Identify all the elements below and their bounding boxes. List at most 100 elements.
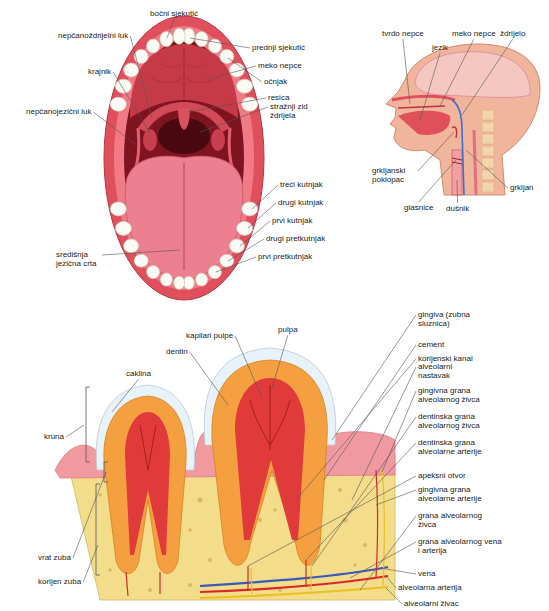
- leader-line: [420, 53, 440, 120]
- label-anchor: ždrijelo: [500, 22, 525, 40]
- label-anchor: cement: [418, 333, 444, 351]
- head-section-illustration-part: [452, 127, 457, 138]
- label-anchor: stražnji zid ždrijela: [270, 102, 322, 122]
- mouth-illustration-part: [178, 108, 190, 130]
- part-label: nepčanoždrijelni luk: [58, 31, 128, 40]
- leader-line: [324, 345, 416, 480]
- label-anchor: drugi pretkutnjak: [266, 227, 325, 245]
- mouth-illustration-part: [211, 129, 225, 151]
- leader-line: [466, 150, 508, 188]
- head-section-illustration-part: [392, 96, 455, 100]
- leader-line: [240, 221, 270, 246]
- lower-teeth-part: [220, 254, 234, 267]
- part-label: glasnice: [404, 203, 433, 212]
- label-anchor: drugi kutnjak: [278, 191, 323, 209]
- leader-line: [190, 352, 228, 405]
- part-label: caklina: [126, 369, 151, 378]
- part-label: vena: [418, 569, 435, 578]
- part-label: kapilari pulpe: [186, 331, 233, 340]
- label-anchor: alveolarna arterija: [398, 576, 462, 594]
- head-section-illustration: [386, 44, 540, 195]
- tooth-section-illustration-part: [140, 385, 290, 470]
- part-label: dentinska grana alveolarne arterije: [418, 438, 502, 456]
- head-section-illustration-part: [386, 44, 540, 195]
- label-anchor: alveolarni živac: [404, 592, 459, 610]
- tooth-section-illustration-part-part: [338, 488, 342, 492]
- part-label: drugi pretkutnjak: [266, 234, 325, 243]
- tooth-section-illustration-part: [200, 567, 388, 586]
- mouth-illustration-part: [150, 63, 218, 83]
- label-anchor: vena: [418, 562, 435, 580]
- tooth-section-illustration-part: [212, 360, 327, 565]
- label-anchor: grkljanski poklopac: [372, 166, 416, 186]
- label-anchor: jezik: [432, 36, 448, 54]
- upper-teeth-part: [110, 97, 126, 111]
- part-label: vrat zuba: [38, 553, 71, 562]
- leader-line: [235, 336, 262, 398]
- tooth-section-illustration-part-part: [208, 558, 212, 562]
- upper-teeth-part: [160, 32, 173, 47]
- leader-line: [418, 132, 454, 171]
- tooth-section-illustration-part-part: [258, 518, 262, 522]
- label-anchor: nepčanoždrijelni luk: [58, 24, 128, 42]
- label-anchor: tvrdo nepce: [382, 22, 424, 40]
- leader-line: [200, 107, 268, 132]
- label-anchor: treći kutnjak: [280, 173, 323, 191]
- head-section-illustration-part-part: [482, 122, 494, 132]
- tooth-section-illustration-part: [86, 387, 90, 462]
- mouth-illustration-part: [104, 16, 264, 300]
- leader-line: [73, 472, 106, 558]
- leader-line: [352, 367, 416, 500]
- label-anchor: grana alveolarnog živca: [418, 511, 502, 531]
- label-anchor: bočni sjekutić: [150, 2, 198, 20]
- head-section-illustration-part-part: [482, 110, 494, 120]
- leader-line: [306, 443, 416, 560]
- part-label: jezik: [432, 43, 448, 52]
- label-anchor: grana alveolarnog vena i arterija: [418, 537, 502, 557]
- leader-line: [83, 545, 98, 582]
- leader-line: [382, 391, 416, 472]
- part-label: drugi kutnjak: [278, 198, 323, 207]
- part-label: ždrijelo: [500, 29, 525, 38]
- label-anchor: grkljan: [510, 176, 534, 194]
- lower-teeth: [110, 202, 257, 289]
- part-label: gingiva (zubna sluznica): [418, 310, 490, 328]
- leader-line: [386, 576, 396, 588]
- leader-line: [312, 417, 416, 566]
- lower-teeth-part: [242, 202, 258, 216]
- tooth-section-illustration-part-part: [273, 508, 277, 512]
- mouth-illustration-part: [183, 163, 185, 270]
- lower-teeth-part: [229, 239, 244, 253]
- label-anchor: dentinska grana alveolarne arterije: [418, 438, 502, 458]
- part-label: nepčanojezični luk: [26, 107, 91, 116]
- part-label: korijenski kanal: [418, 354, 473, 363]
- part-label: apeksni otvor: [418, 471, 466, 480]
- leader-line: [167, 19, 174, 38]
- leader-line: [376, 490, 416, 505]
- part-label: alveolarni živac: [404, 599, 459, 608]
- tooth-section-illustration-part: [125, 412, 170, 555]
- part-label: stražnji zid ždrijela: [270, 102, 322, 120]
- part-label: gingivna grana alveolarnog živca: [418, 386, 502, 404]
- leader-line: [93, 112, 136, 145]
- tooth-section-illustration-part: [376, 470, 378, 578]
- head-section-illustration-part: [415, 52, 530, 98]
- head-section-illustration-part: [474, 130, 476, 195]
- tooth-section-illustration-part-part: [148, 588, 152, 592]
- label-anchor: prednji sjekutić: [252, 36, 305, 54]
- head-section-illustration-part-part: [482, 182, 494, 192]
- tooth-section-illustration-part-part: [98, 493, 102, 497]
- label-anchor: gingivna grana alveolarnog živca: [418, 386, 502, 406]
- label-anchor: krajnik: [88, 60, 111, 78]
- tooth-section-illustration-part: [96, 484, 100, 575]
- leader-line: [113, 72, 150, 133]
- label-anchor: pulpa: [278, 318, 298, 336]
- part-label: kruna: [44, 432, 64, 441]
- part-label: cement: [418, 340, 444, 349]
- lower-teeth-part: [174, 276, 185, 289]
- head-section-illustration-part: [398, 106, 445, 108]
- label-anchor: meko nepce: [452, 22, 496, 40]
- mouth-illustration: [104, 16, 264, 300]
- lower-teeth-part: [147, 266, 160, 279]
- mouth-illustration-part: [143, 129, 157, 151]
